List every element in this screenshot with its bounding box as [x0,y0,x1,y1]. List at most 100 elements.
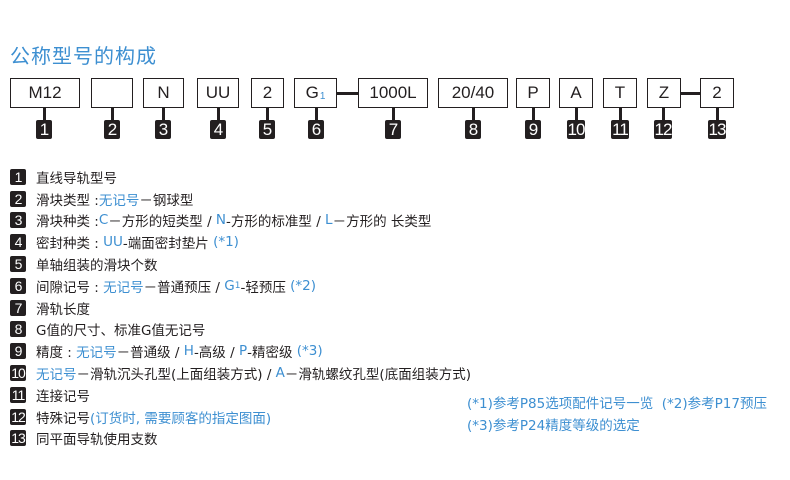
footnote-ref: (*3) [296,343,323,360]
item-text: －滑轨沉头孔型(上面组装方式) / [76,367,276,384]
footnote-ref: (*1) [213,234,239,251]
code-box-6-subscript: 1 [319,90,326,102]
item-option: C [98,212,109,229]
page-title: 公称型号的构成 [10,44,157,68]
number-badge: 13 [10,430,26,447]
number-badge: 6 [10,277,26,294]
number-badge-12: 12 [654,120,672,139]
item-option: N [215,212,227,229]
stem-12 [662,108,665,122]
number-badge: 1 [10,168,26,185]
stem-13 [716,108,719,122]
number-badge: 2 [10,190,26,207]
item-label: 精度 : [36,345,77,362]
item-text: －方形的短类型 / [108,214,216,231]
item-note: (订货时, 需要顾客的指定图面) [90,410,272,427]
item-option: UU [103,234,123,251]
code-box-3: N [143,78,184,108]
item-option: A [275,365,285,382]
code-box-7: 1000L [358,78,428,108]
item-text: 单轴组装的滑块个数 [36,258,158,275]
footnote-ref: (*2) [290,277,317,294]
legend-item-1: 1 直线导轨型号 [10,166,471,188]
number-badge-1: 1 [36,120,52,139]
item-text: －方形的 长类型 [332,214,432,231]
item-option: L [325,212,333,229]
stem-9 [532,108,535,122]
stem-6 [315,108,318,122]
stem-10 [575,108,578,122]
stem-7 [392,108,395,122]
stem-1 [43,108,46,122]
number-badge: 12 [10,408,26,425]
footnotes: (*1)参考P85选项配件记号一览 (*2)参考P17预压 (*3)参考P24精… [467,394,767,437]
number-badge-13: 13 [708,120,726,139]
footnote-line-1: (*1)参考P85选项配件记号一览 (*2)参考P17预压 [467,396,767,412]
stem-2 [111,108,114,122]
number-badge-8: 8 [465,120,481,139]
item-text: －普通预压 / [143,279,225,296]
item-text: -端面密封垫片 [122,236,214,253]
legend-item-4: 4 密封种类 : UU -端面密封垫片 (*1) [10,231,471,253]
item-option: G [224,277,235,294]
number-badge-6: 6 [308,120,324,139]
number-badge-10: 10 [567,120,585,139]
number-badge-2: 2 [104,120,120,139]
item-text: －滑轨螺纹孔型(底面组装方式) [284,367,471,384]
legend-item-13: 13 同平面导轨使用支数 [10,428,471,450]
legend-item-7: 7 滑轨长度 [10,297,471,319]
item-option: 无记号 [76,345,117,362]
code-box-1: M12 [10,78,80,108]
legend-item-10: 10 无记号 －滑轨沉头孔型(上面组装方式) / A －滑轨螺纹孔型(底面组装方… [10,362,471,384]
item-option: 无记号 [98,192,140,209]
number-badge-4: 4 [210,120,226,139]
number-badge: 8 [10,321,26,338]
legend-item-12: 12 特殊记号 (订货时, 需要顾客的指定图面) [10,406,471,428]
code-box-12: Z [647,78,681,108]
item-option: H [183,343,194,360]
number-badge: 9 [10,343,26,360]
code-box-11: T [603,78,637,108]
item-label: 密封种类 : [36,236,104,253]
code-box-13: 2 [700,78,734,108]
number-badge-5: 5 [259,120,275,139]
item-text: 直线导轨型号 [36,170,117,187]
item-label: 特殊记号 [36,410,90,427]
item-text: 连接记号 [36,388,90,405]
legend-item-11: 11 连接记号 [10,384,471,406]
number-badge: 10 [10,365,26,382]
stem-5 [266,108,269,122]
item-text: 滑轨长度 [36,301,90,318]
item-text: -高级 / [193,345,239,362]
item-option: 无记号 [36,367,77,384]
item-text: -方形的标准型 / [226,214,326,231]
item-option: 无记号 [103,279,144,296]
number-badge-11: 11 [611,120,629,139]
number-badge: 11 [10,386,26,403]
stem-8 [472,108,475,122]
legend-list: 1 直线导轨型号 2 滑块类型 : 无记号 －钢球型 3 滑块种类 : C －方… [10,166,471,449]
item-text: G值的尺寸、标准G值无记号 [36,323,206,340]
footnote-line-2: (*3)参考P24精度等级的选定 [467,417,640,434]
item-label: 间隙记号 : [36,279,104,296]
legend-item-8: 8 G值的尺寸、标准G值无记号 [10,319,471,341]
number-badge-9: 9 [525,120,541,139]
number-badge: 3 [10,212,26,229]
item-text: －普通级 / [116,345,184,362]
stem-3 [162,108,165,122]
item-option: P [238,343,248,360]
item-label: 滑块种类 : [36,214,99,231]
code-box-8: 20/40 [438,78,508,108]
stem-4 [217,108,220,122]
number-badge: 5 [10,256,26,273]
number-badge: 4 [10,234,26,251]
code-box-4: UU [197,78,239,108]
stem-11 [619,108,622,122]
legend-item-3: 3 滑块种类 : C －方形的短类型 / N -方形的标准型 / L －方形的 … [10,210,471,232]
item-text: -精密级 [247,345,297,362]
code-box-10: A [559,78,593,108]
legend-item-5: 5 单轴组装的滑块个数 [10,253,471,275]
number-badge-7: 7 [385,120,401,139]
number-badge: 7 [10,299,26,316]
